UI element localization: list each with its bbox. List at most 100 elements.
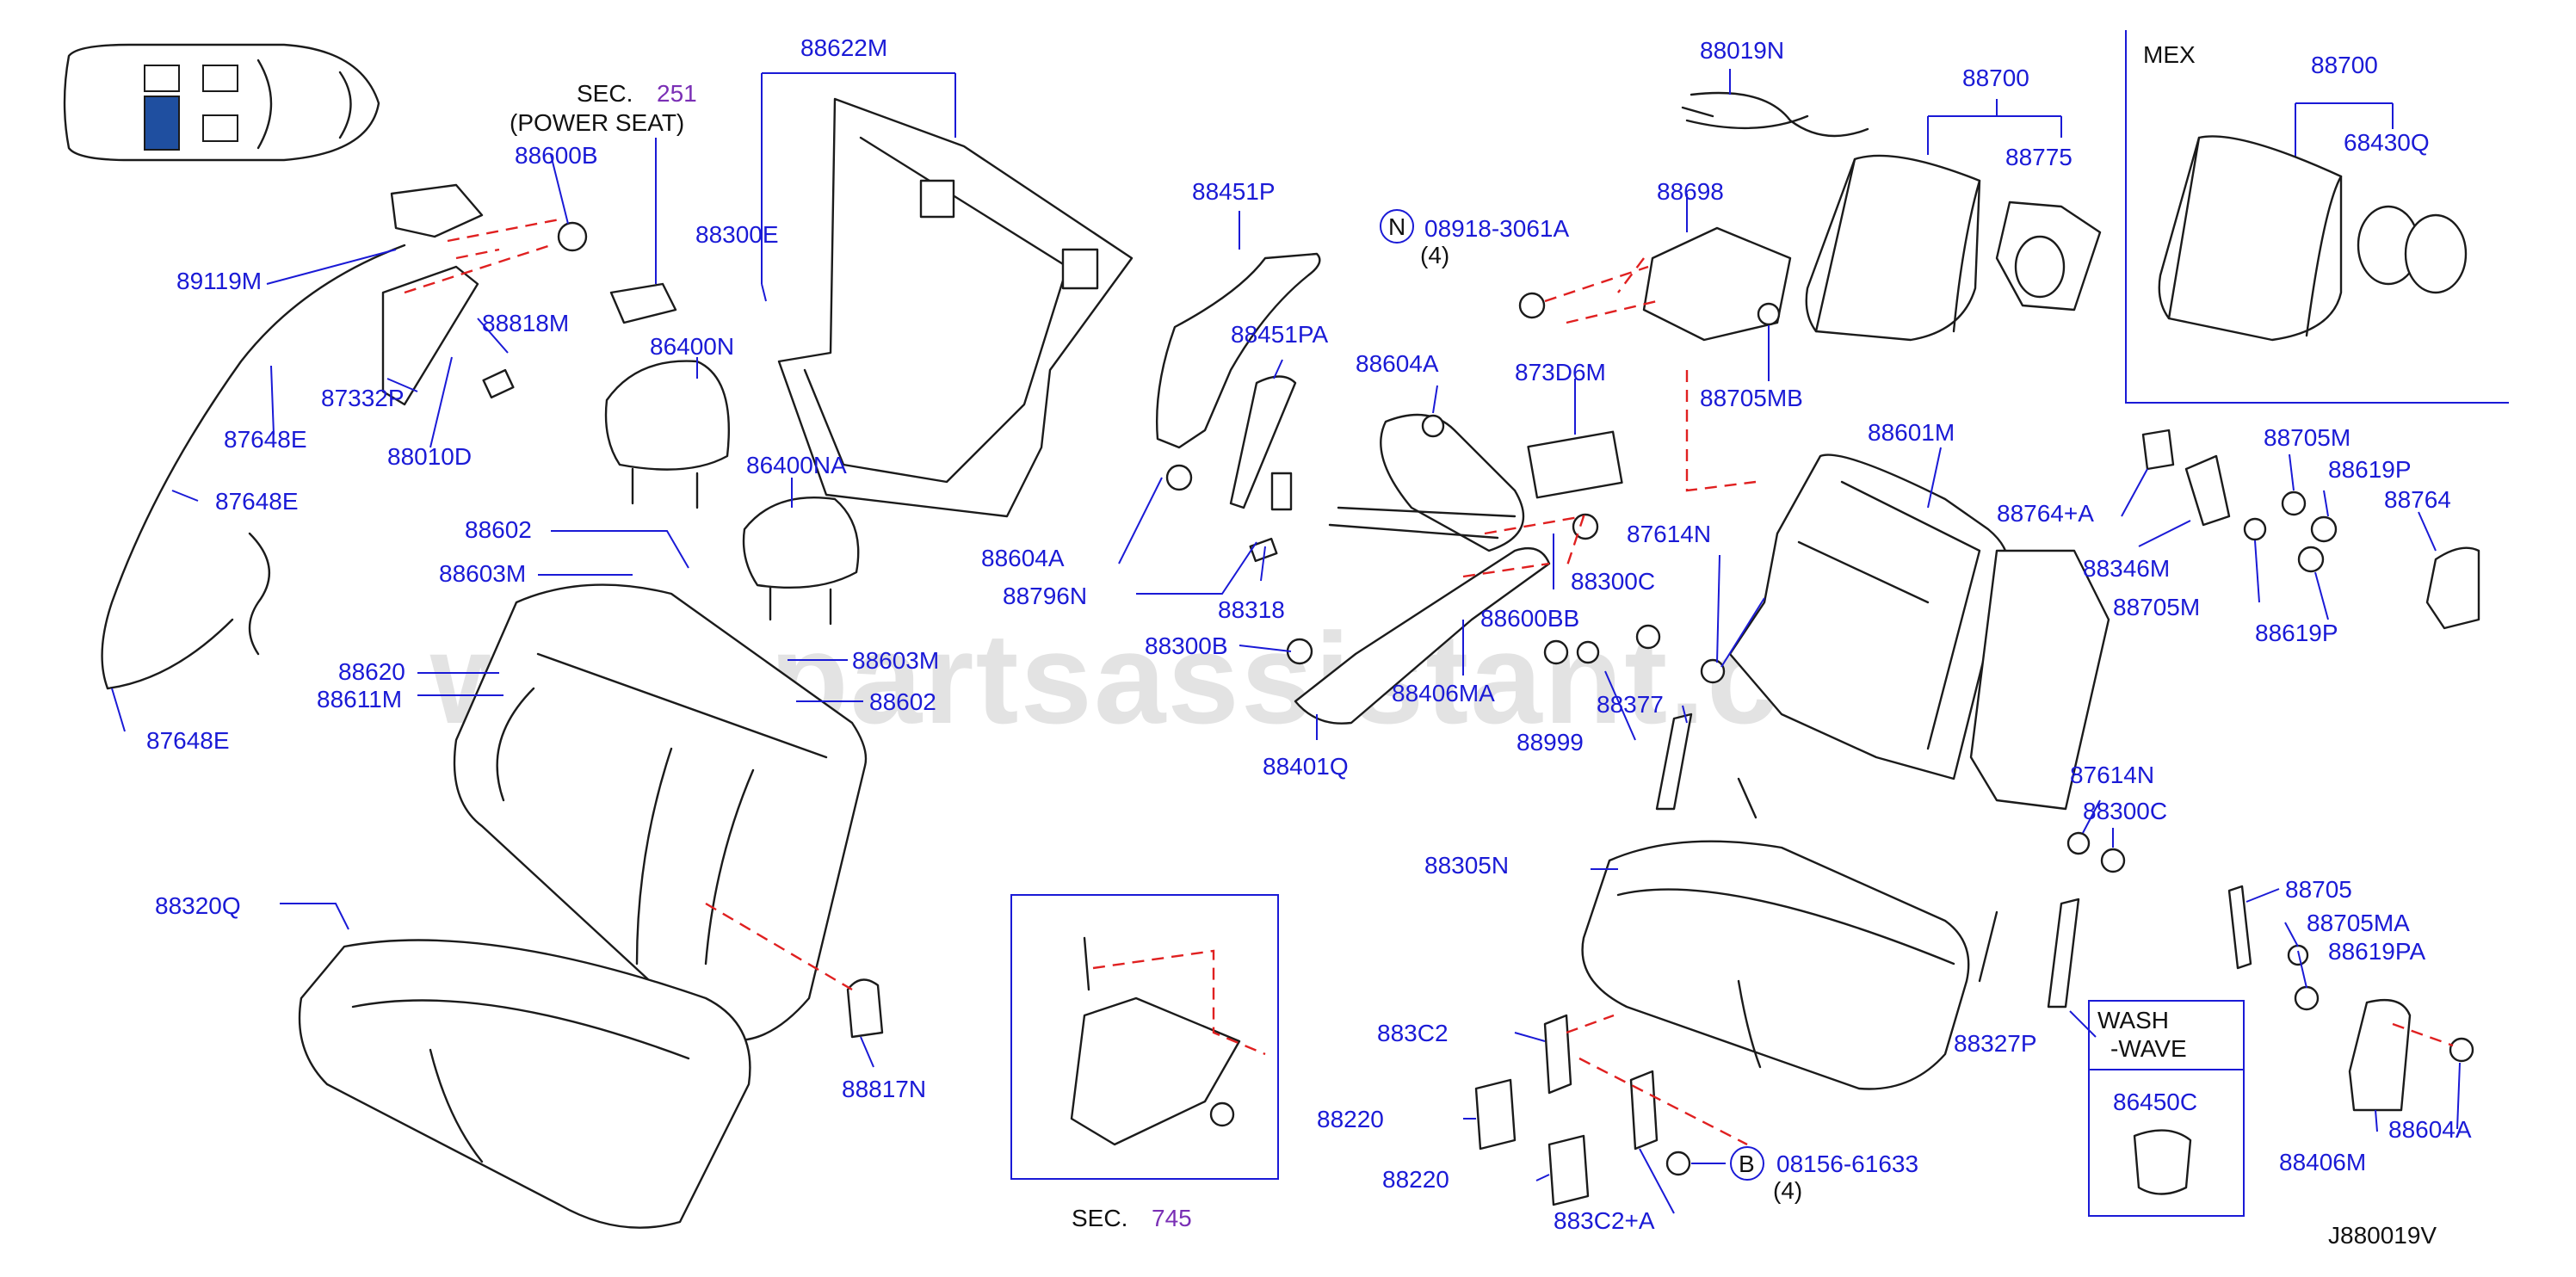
- part-88601M[interactable]: 88601M: [1868, 419, 1955, 446]
- part-88220-1[interactable]: 88220: [1317, 1106, 1384, 1132]
- n-qty: (4): [1420, 242, 1449, 268]
- part-88604A-3[interactable]: 88604A: [2388, 1116, 2472, 1143]
- part-88377[interactable]: 88377: [1597, 691, 1664, 718]
- part-88764[interactable]: 88764: [2384, 486, 2451, 513]
- sec745-prefix: SEC.: [1072, 1205, 1127, 1231]
- mex-title: MEX: [2143, 41, 2196, 68]
- bracket-88406M: [2348, 998, 2412, 1112]
- part-88406M[interactable]: 88406M: [2279, 1149, 2366, 1175]
- part-88600BB[interactable]: 88600BB: [1480, 605, 1579, 632]
- part-88705MB[interactable]: 88705MB: [1700, 385, 1803, 411]
- part-88705M-2[interactable]: 88705M: [2113, 594, 2200, 620]
- headrest-86400N: [604, 360, 731, 471]
- part-88705M-1[interactable]: 88705M: [2264, 424, 2351, 451]
- part-88305N[interactable]: 88305N: [1424, 852, 1509, 879]
- mechanism-88775: [1995, 200, 2102, 312]
- cover-88764: [2425, 546, 2480, 630]
- part-88300E[interactable]: 88300E: [695, 221, 779, 248]
- part-87614N-2[interactable]: 87614N: [2070, 762, 2154, 788]
- part-88300C-1[interactable]: 88300C: [1571, 568, 1655, 595]
- part-87614N-1[interactable]: 87614N: [1627, 521, 1711, 547]
- n-symbol: N: [1388, 213, 1405, 240]
- part-86400N[interactable]: 86400N: [650, 333, 734, 360]
- part-88602-1[interactable]: 88602: [465, 516, 532, 543]
- seatback-frame-88601M: [1728, 453, 2009, 780]
- part-88300C-2[interactable]: 88300C: [2083, 798, 2167, 824]
- headrest-86400NA: [742, 496, 860, 589]
- part-87648E-1[interactable]: 87648E: [224, 426, 307, 453]
- part-88451PA[interactable]: 88451PA: [1231, 321, 1328, 348]
- part-88320Q[interactable]: 88320Q: [155, 892, 241, 919]
- part-88603M-1[interactable]: 88603M: [439, 560, 526, 587]
- sec251-number[interactable]: 251: [657, 80, 697, 107]
- strip-88451PA: [1229, 375, 1297, 509]
- b-part-08156-61633[interactable]: 08156-61633: [1776, 1151, 1918, 1177]
- cover-88220-a: [1474, 1078, 1517, 1151]
- part-89119M[interactable]: 89119M: [176, 268, 262, 294]
- release-cable-89119M: [101, 244, 406, 690]
- part-87332P[interactable]: 87332P: [321, 385, 405, 411]
- headrest-assembly-88700: [1805, 154, 1981, 342]
- part-88603M-2[interactable]: 88603M: [852, 647, 939, 674]
- part-88619P-1[interactable]: 88619P: [2328, 456, 2412, 483]
- part-88818M[interactable]: 88818M: [482, 310, 569, 336]
- part-88700[interactable]: 88700: [1962, 65, 2029, 91]
- part-88401Q[interactable]: 88401Q: [1263, 753, 1349, 780]
- part-88604A-2[interactable]: 88604A: [981, 545, 1065, 571]
- part-88300B[interactable]: 88300B: [1145, 632, 1228, 659]
- part-87648E-2[interactable]: 87648E: [215, 488, 299, 515]
- rear-seatback: [453, 583, 868, 1042]
- part-873D6M[interactable]: 873D6M: [1515, 359, 1606, 386]
- part-88705[interactable]: 88705: [2285, 876, 2352, 903]
- mex-label-68430Q[interactable]: 68430Q: [2344, 129, 2430, 156]
- n-symbol-circle: [1380, 209, 1414, 244]
- part-86400NA[interactable]: 86400NA: [746, 452, 847, 478]
- part-88619P-2[interactable]: 88619P: [2255, 620, 2338, 646]
- part-88775[interactable]: 88775: [2005, 144, 2073, 170]
- part-88999[interactable]: 88999: [1517, 729, 1584, 756]
- part-88620[interactable]: 88620: [338, 658, 405, 685]
- part-88406MA[interactable]: 88406MA: [1392, 680, 1495, 706]
- part-88622M[interactable]: 88622M: [800, 34, 887, 61]
- part-88346M[interactable]: 88346M: [2083, 555, 2170, 582]
- part-88451P[interactable]: 88451P: [1192, 178, 1276, 205]
- mex-label-88700[interactable]: 88700: [2311, 52, 2378, 78]
- n-part-08918-3061A[interactable]: 08918-3061A: [1424, 215, 1569, 242]
- latch-mechanism: [390, 183, 484, 238]
- back-board-88622M: [777, 97, 1134, 518]
- wash-wave-title-2: -WAVE: [2110, 1035, 2187, 1062]
- bracket-88346M: [2184, 454, 2231, 527]
- part-883C2A[interactable]: 883C2+A: [1554, 1207, 1655, 1234]
- part-88817N[interactable]: 88817N: [842, 1076, 926, 1102]
- part-88602-2[interactable]: 88602: [869, 688, 936, 715]
- sec745-number[interactable]: 745: [1152, 1205, 1192, 1231]
- rear-cushion-88320Q: [298, 939, 751, 1229]
- wash-wave-part-86450C[interactable]: 86450C: [2113, 1089, 2197, 1115]
- frame-88401Q: [1294, 546, 1551, 725]
- bracket-88817N: [846, 978, 884, 1039]
- part-88600B[interactable]: 88600B: [515, 142, 598, 169]
- part-88604A-1[interactable]: 88604A: [1356, 350, 1439, 377]
- part-87648E-3[interactable]: 87648E: [146, 727, 230, 754]
- bracket-883C2A: [1629, 1070, 1659, 1151]
- sec251-note: (POWER SEAT): [510, 109, 684, 136]
- part-88318[interactable]: 88318: [1218, 596, 1285, 623]
- mex-inset: MEX 88700 68430Q: [2125, 30, 2509, 404]
- part-88705MA[interactable]: 88705MA: [2307, 910, 2410, 936]
- part-88327P[interactable]: 88327P: [1954, 1030, 2037, 1057]
- part-88019N[interactable]: 88019N: [1700, 37, 1784, 64]
- part-88220-2[interactable]: 88220: [1382, 1166, 1449, 1193]
- part-88764A[interactable]: 88764+A: [1997, 500, 2094, 527]
- wash-wave-title-1: WASH: [2097, 1007, 2169, 1033]
- cover-88451P: [1155, 252, 1321, 449]
- seat-cushion-88305N: [1581, 840, 1970, 1090]
- part-88611M[interactable]: 88611M: [317, 686, 402, 713]
- part-88010D[interactable]: 88010D: [387, 443, 472, 470]
- sec251-prefix: SEC.: [577, 80, 633, 107]
- part-883C2[interactable]: 883C2: [1377, 1020, 1449, 1046]
- part-88698[interactable]: 88698: [1657, 178, 1724, 205]
- part-88619PA[interactable]: 88619PA: [2328, 938, 2425, 965]
- strip-88327P: [2047, 898, 2080, 1009]
- part-88796N[interactable]: 88796N: [1003, 583, 1087, 609]
